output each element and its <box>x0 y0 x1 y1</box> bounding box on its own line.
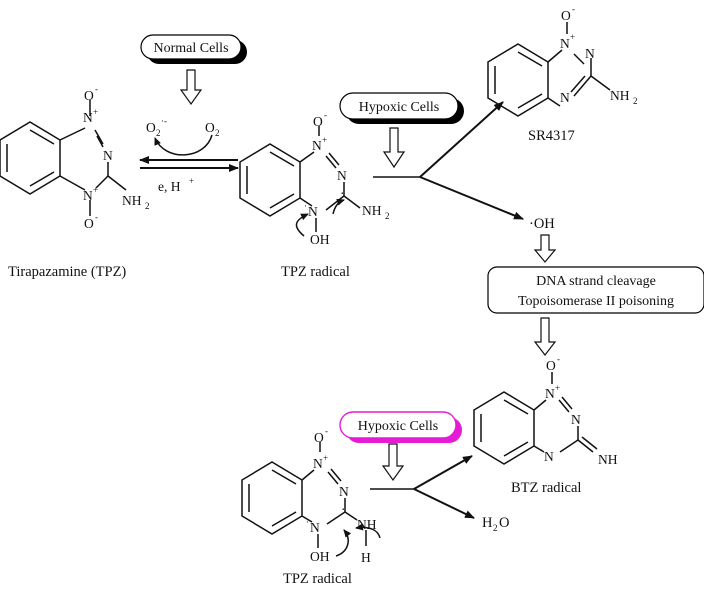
svg-text:O: O <box>499 515 509 531</box>
o2-curved-arrow <box>154 134 213 156</box>
svg-text:H: H <box>361 550 371 565</box>
svg-text:N: N <box>560 36 570 51</box>
svg-text:O: O <box>314 430 324 445</box>
superoxide-label: O <box>146 120 156 135</box>
svg-text:2: 2 <box>633 96 638 106</box>
arrow-to-oh <box>419 176 524 220</box>
hypoxic-cells-box-top: Hypoxic Cells <box>339 92 464 124</box>
svg-text:+: + <box>93 107 98 117</box>
svg-text:OH: OH <box>310 549 330 564</box>
svg-text:2: 2 <box>493 523 498 533</box>
svg-text:·: · <box>306 517 309 527</box>
svg-text:N: N <box>308 204 318 219</box>
svg-text:-: - <box>325 426 328 436</box>
bottom-radical-curved-arrow-1 <box>335 529 352 557</box>
tpz-label: Tirapazamine (TPZ) <box>8 264 126 280</box>
oh-hollow-arrow <box>533 234 557 263</box>
normal-cells-box: Normal Cells <box>140 34 247 64</box>
svg-text:N: N <box>585 46 595 61</box>
svg-text:·-: ·- <box>161 116 167 126</box>
svg-text:-: - <box>95 212 98 222</box>
electron-proton-label: e, H <box>158 179 181 194</box>
normal-cells-label: Normal Cells <box>153 41 228 56</box>
tpz-radical-label: TPZ radical <box>281 264 350 280</box>
tpz-n1: N <box>83 110 93 125</box>
svg-text:N: N <box>560 90 570 105</box>
svg-text:O: O <box>561 8 571 23</box>
svg-text:N: N <box>337 168 347 183</box>
svg-text:N: N <box>544 449 554 464</box>
arrow-to-water <box>413 488 475 519</box>
svg-text:NH: NH <box>598 452 618 467</box>
svg-text:+: + <box>93 185 98 195</box>
arrow-to-btz <box>413 455 473 490</box>
dna-cleavage-label: DNA strand cleavage <box>536 274 656 289</box>
arrow-to-sr4317 <box>419 101 504 178</box>
svg-text:H: H <box>482 515 493 531</box>
svg-text:+: + <box>570 32 575 42</box>
tpz-radical-structure <box>239 126 361 237</box>
svg-text:2: 2 <box>145 201 150 211</box>
tpz-radical-bottom-structure <box>241 442 381 557</box>
svg-text:N: N <box>312 138 322 153</box>
hypoxic-cells-label-top: Hypoxic Cells <box>359 100 440 115</box>
svg-text:·: · <box>341 502 346 517</box>
svg-text:+: + <box>189 176 194 186</box>
hypoxic-cells-label-bottom: Hypoxic Cells <box>358 419 439 434</box>
svg-text:N: N <box>313 456 323 471</box>
svg-text:NH: NH <box>362 203 382 218</box>
btz-radical-label: BTZ radical <box>511 480 581 496</box>
svg-text:N: N <box>339 484 349 499</box>
svg-text:OH: OH <box>310 232 330 247</box>
radical-curved-arrow-2 <box>332 198 345 215</box>
svg-text:·: · <box>340 186 345 201</box>
svg-text:2: 2 <box>156 128 161 138</box>
svg-text:-: - <box>95 84 98 94</box>
hypoxic-cells-box-bottom: Hypoxic Cells <box>339 411 462 443</box>
tpz-structure <box>0 100 127 216</box>
btz-radical-structure <box>473 372 598 465</box>
svg-text:N: N <box>545 386 555 401</box>
svg-text:-: - <box>572 4 575 14</box>
svg-text:N: N <box>310 520 320 535</box>
tpz-nh2: NH <box>122 193 142 208</box>
topo-poisoning-label: Topoisomerase II poisoning <box>518 294 674 309</box>
dna-hollow-arrow <box>533 317 557 356</box>
svg-text:N: N <box>571 412 581 427</box>
tpz-o-bottom: O <box>84 216 94 231</box>
normal-cells-hollow-arrow <box>179 69 203 106</box>
svg-text:NH: NH <box>610 88 630 103</box>
sr4317-structure <box>487 22 611 117</box>
svg-text:·: · <box>540 445 543 455</box>
oxygen-label: O <box>205 120 215 135</box>
svg-text:·: · <box>304 201 307 211</box>
hydroxyl-radical-label: ·OH <box>529 216 555 232</box>
svg-text:-: - <box>324 110 327 120</box>
svg-text:O: O <box>313 114 323 129</box>
svg-text:+: + <box>323 453 328 463</box>
water-label: H 2 O <box>482 515 509 533</box>
svg-text:+: + <box>555 383 560 393</box>
tpz-n4: N <box>83 188 93 203</box>
hypoxic-bottom-hollow-arrow <box>381 443 405 482</box>
svg-text:NH: NH <box>357 517 377 532</box>
tpz-o-top: O <box>84 88 94 103</box>
svg-text:O: O <box>546 358 556 373</box>
dna-damage-box: DNA strand cleavage Topoisomerase II poi… <box>487 266 704 314</box>
hypoxic-top-hollow-arrow <box>382 127 406 169</box>
svg-text:+: + <box>322 135 327 145</box>
tpz-n2: N <box>103 148 113 163</box>
svg-text:-: - <box>557 354 560 364</box>
svg-text:2: 2 <box>215 128 220 138</box>
radical-curved-arrow-1 <box>295 213 309 237</box>
sr4317-label: SR4317 <box>528 128 575 144</box>
svg-text:2: 2 <box>385 211 390 221</box>
bottom-radical-curved-arrow-2 <box>355 523 381 539</box>
tpz-radical-bottom-label: TPZ radical <box>283 571 352 586</box>
